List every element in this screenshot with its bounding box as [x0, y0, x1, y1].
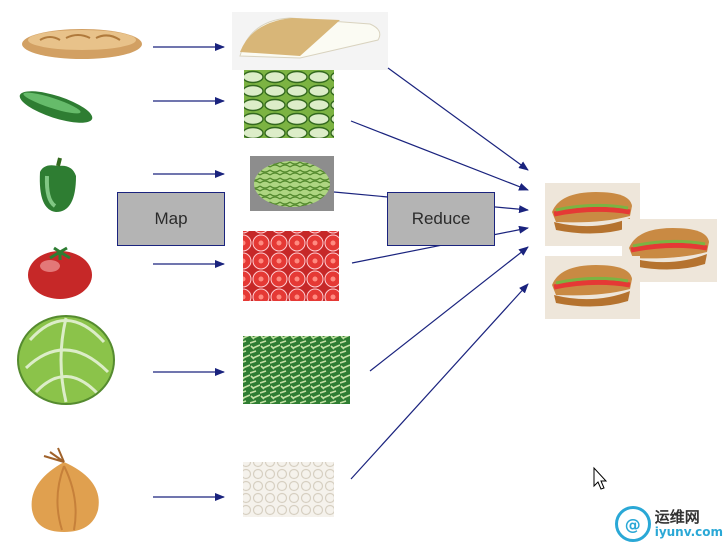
watermark-text: 运维网 iyunv.com — [654, 507, 723, 539]
map-label: Map — [154, 209, 188, 228]
watermark-site: iyunv.com — [654, 524, 723, 539]
shredded-lettuce-icon — [243, 336, 350, 404]
lettuce-icon — [17, 315, 115, 405]
green-pepper-icon — [39, 157, 76, 212]
reduce-arrow-bread — [387, 67, 529, 171]
cucumber-slices-icon — [244, 70, 334, 138]
watermark: @ 运维网 iyunv.com — [614, 506, 723, 542]
sandwich-icon — [545, 183, 717, 319]
pepper-slices-icon — [250, 156, 334, 211]
mouse-cursor-icon — [593, 466, 608, 490]
cucumber-icon — [19, 91, 93, 123]
sandwich-3 — [545, 256, 640, 319]
bread-loaf-icon — [22, 29, 142, 59]
watermark-name: 运维网 — [654, 507, 700, 526]
reduce-arrow-onion — [350, 283, 529, 480]
reduce-arrows — [333, 67, 529, 480]
reduce-label: Reduce — [411, 209, 471, 228]
onion-rings-icon — [243, 462, 334, 517]
onion-icon — [31, 447, 99, 532]
reduce-arrow-cucumber — [350, 120, 529, 191]
watermark-logo-icon: @ — [614, 506, 651, 542]
sliced-bread-icon — [232, 12, 388, 70]
map-arrows — [153, 43, 225, 501]
reduce-arrow-lettuce — [369, 246, 529, 372]
reduce-label-box: Reduce — [387, 192, 495, 246]
tomato-icon — [28, 246, 92, 299]
tomato-slices-icon — [243, 231, 339, 301]
map-label-box: Map — [117, 192, 225, 246]
